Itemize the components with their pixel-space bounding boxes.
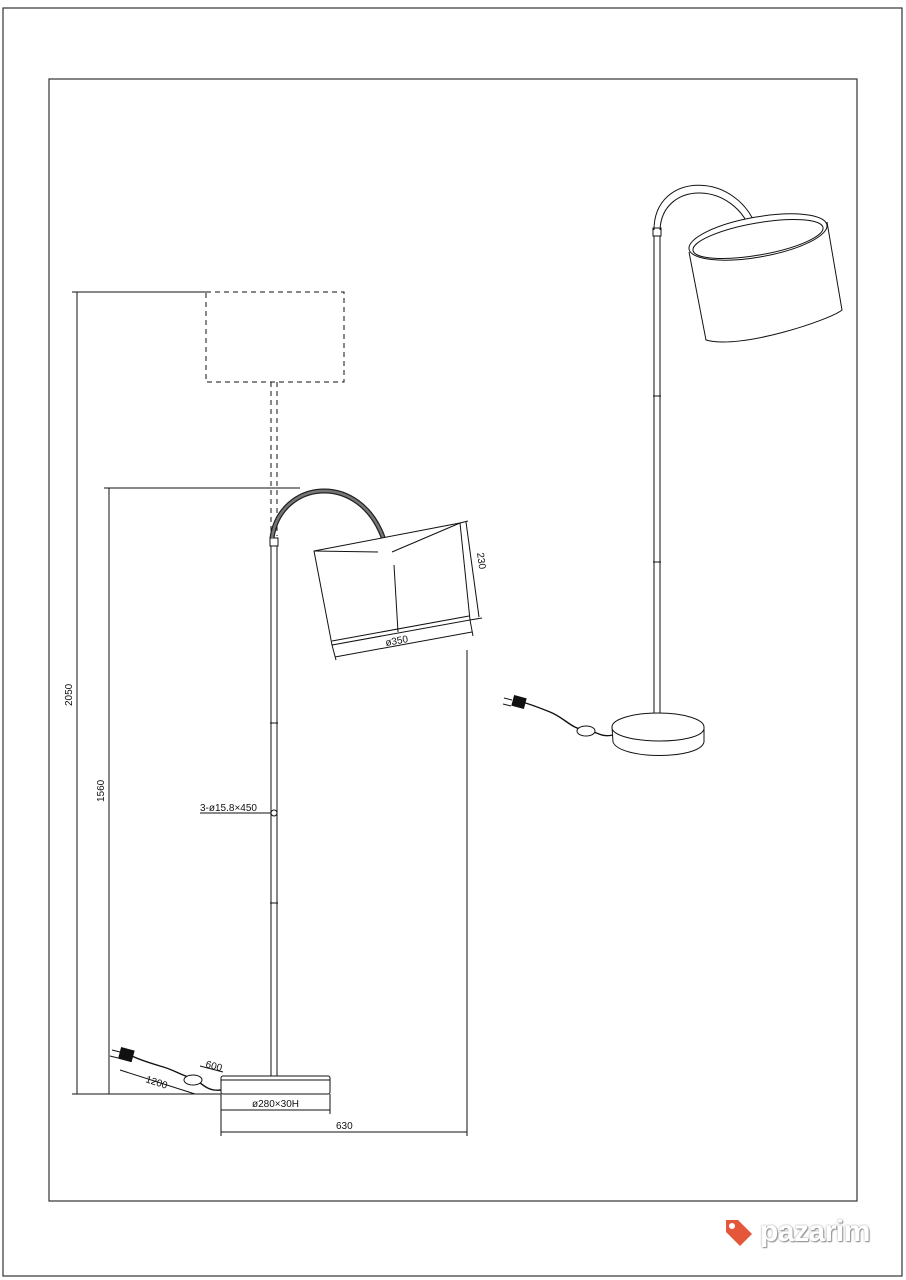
dim-shade-diameter-ext1 bbox=[331, 644, 337, 661]
perspective-view bbox=[502, 184, 843, 756]
persp-plug bbox=[511, 695, 527, 709]
shade-alternate-position bbox=[205, 291, 345, 383]
elevation-view bbox=[72, 291, 483, 1136]
shade-rim-right bbox=[391, 522, 461, 553]
persp-switch bbox=[576, 725, 596, 737]
pole-marker bbox=[270, 809, 278, 817]
persp-pole-collar bbox=[652, 227, 662, 237]
outer-frame bbox=[2, 7, 903, 1277]
inner-frame bbox=[48, 78, 858, 1202]
label-arc-height: 1560 bbox=[96, 779, 107, 802]
plug-pin-2 bbox=[109, 1055, 119, 1059]
power-cable bbox=[131, 1055, 222, 1091]
persp-cable bbox=[521, 701, 614, 737]
pazarim-watermark: pazarim bbox=[722, 1212, 870, 1252]
label-shade-height: 230 bbox=[474, 552, 487, 570]
label-switch-cable: 600 bbox=[204, 1059, 223, 1074]
pole-collar bbox=[269, 537, 279, 547]
persp-base-rim bbox=[611, 728, 705, 742]
gooseneck-outer bbox=[269, 488, 387, 541]
label-shade-diameter: ø350 bbox=[385, 634, 410, 649]
persp-plug-pin-1 bbox=[503, 697, 513, 701]
gooseneck-inner bbox=[270, 489, 386, 541]
dim-switch-cable-line bbox=[199, 1065, 224, 1073]
persp-shade-top bbox=[688, 213, 828, 261]
label-cable: 1200 bbox=[144, 1074, 169, 1091]
shade-rim-left bbox=[313, 550, 379, 553]
watermark-brand-text: pazarim bbox=[760, 1215, 870, 1248]
dim-shade-diameter-line bbox=[334, 631, 473, 658]
dim-cable-line bbox=[119, 1069, 196, 1095]
dim-shade-height-line bbox=[465, 521, 480, 618]
persp-shade-top-inner bbox=[692, 219, 824, 259]
power-plug bbox=[118, 1047, 135, 1063]
dim-shade-height-ext2 bbox=[469, 617, 483, 621]
lamp-base bbox=[220, 1075, 331, 1095]
label-tube: 3-ø15.8×450 bbox=[200, 803, 257, 814]
lamp-shade bbox=[313, 522, 471, 646]
label-base: ø280×30H bbox=[252, 1099, 299, 1110]
foot-switch bbox=[183, 1074, 203, 1086]
label-reach: 630 bbox=[336, 1121, 353, 1132]
persp-plug-pin-2 bbox=[502, 703, 512, 707]
dim-shade-height-ext1 bbox=[459, 520, 469, 524]
persp-gooseneck-outer bbox=[653, 184, 759, 233]
label-total-height: 2050 bbox=[64, 683, 75, 706]
shade-inner-line bbox=[393, 564, 399, 633]
price-tag-icon bbox=[726, 1220, 752, 1246]
shade-bottom-double bbox=[331, 615, 470, 642]
plug-pin-1 bbox=[111, 1049, 121, 1053]
persp-gooseneck-inner bbox=[659, 192, 753, 235]
dim-shade-diameter-ext2 bbox=[469, 619, 474, 637]
